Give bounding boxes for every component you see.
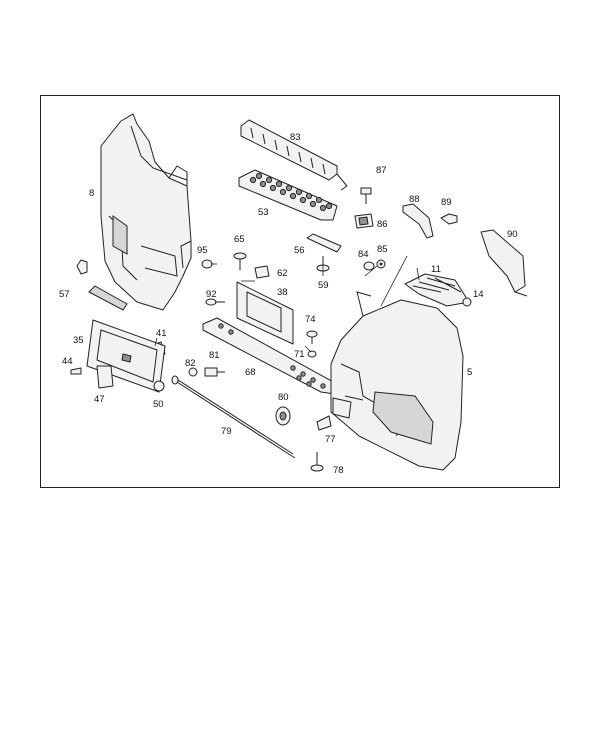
- callout-label: 87: [376, 165, 387, 176]
- callout-label: 84: [358, 249, 369, 260]
- handle-57: [76, 259, 128, 311]
- callout-label: 8: [89, 188, 94, 199]
- callout-label: 35: [73, 335, 84, 346]
- nut-84: [363, 261, 375, 271]
- washer-82: [188, 367, 198, 377]
- clip-77: [316, 415, 332, 431]
- diagram-frame: 83 8 87 88 89 53 86 90 65 95 56 85 84 11…: [40, 95, 560, 488]
- callout-label: 57: [59, 289, 70, 300]
- rod-79: [171, 375, 296, 459]
- fender-panel-right: [330, 291, 464, 471]
- nut-95: [201, 259, 217, 269]
- screw-65: [233, 252, 247, 270]
- callout-label: 80: [278, 392, 289, 403]
- callout-label: 14: [473, 289, 484, 300]
- bracket-38: [236, 281, 294, 345]
- callout-label: 11: [431, 264, 441, 275]
- callout-label: 82: [185, 358, 196, 369]
- exploded-parts-diagram: 83 8 87 88 89 53 86 90 65 95 56 85 84 11…: [59, 113, 528, 476]
- callout-label: 89: [441, 197, 452, 208]
- ribbed-rail: [240, 119, 348, 191]
- washer-85: [376, 259, 386, 269]
- clip-86: [354, 213, 374, 229]
- clip-62: [254, 265, 270, 279]
- washer-14: [462, 297, 472, 307]
- strap-56: [306, 233, 342, 253]
- callout-label: 86: [377, 219, 388, 230]
- callout-label: 79: [221, 426, 232, 437]
- nut-50: [153, 380, 165, 392]
- leader-lines: [154, 255, 420, 353]
- callout-label: 59: [318, 280, 329, 291]
- bushing-80: [275, 406, 291, 426]
- callout-label: 74: [305, 314, 316, 325]
- callout-label: 71: [294, 349, 305, 360]
- bracket-88: [402, 203, 434, 239]
- perforated-step-lower: [202, 317, 338, 395]
- callout-label: 90: [507, 229, 518, 240]
- callout-label: 92: [206, 289, 217, 300]
- washer-71: [307, 350, 317, 358]
- callout-label: 95: [197, 245, 208, 256]
- clip-47: [96, 365, 114, 389]
- callout-label: 68: [245, 367, 256, 378]
- callout-label: 65: [234, 234, 245, 245]
- callout-label: 78: [333, 465, 344, 476]
- callout-label: 81: [209, 350, 220, 361]
- callout-label: 85: [377, 244, 388, 255]
- fender-panel-left: [100, 113, 192, 311]
- callout-label: 50: [153, 399, 164, 410]
- screw-87: [360, 187, 372, 204]
- callout-label: 44: [62, 356, 73, 367]
- callout-label: 41: [156, 328, 167, 339]
- callout-label: 56: [294, 245, 305, 256]
- bolt-78: [310, 452, 324, 472]
- callout-label: 62: [277, 268, 288, 279]
- pin-44: [70, 367, 82, 375]
- callout-label: 83: [290, 132, 301, 143]
- screw-81: [204, 367, 225, 377]
- callout-labels: 83 8 87 88 89 53 86 90 65 95 56 85 84 11…: [59, 132, 518, 476]
- callout-label: 47: [94, 394, 105, 405]
- screw-74: [306, 330, 318, 344]
- callout-label: 77: [325, 434, 336, 445]
- bracket-90: [480, 229, 528, 297]
- ribbed-cover-11: [404, 273, 470, 307]
- callout-label: 5: [467, 367, 472, 378]
- callout-label: 88: [409, 194, 420, 205]
- callout-label: 53: [258, 207, 269, 218]
- screw-92: [205, 298, 225, 306]
- plate-holder-35: [86, 319, 166, 393]
- callout-label: 38: [277, 287, 288, 298]
- perforated-step-upper: [238, 169, 338, 221]
- pin-89: [440, 213, 458, 225]
